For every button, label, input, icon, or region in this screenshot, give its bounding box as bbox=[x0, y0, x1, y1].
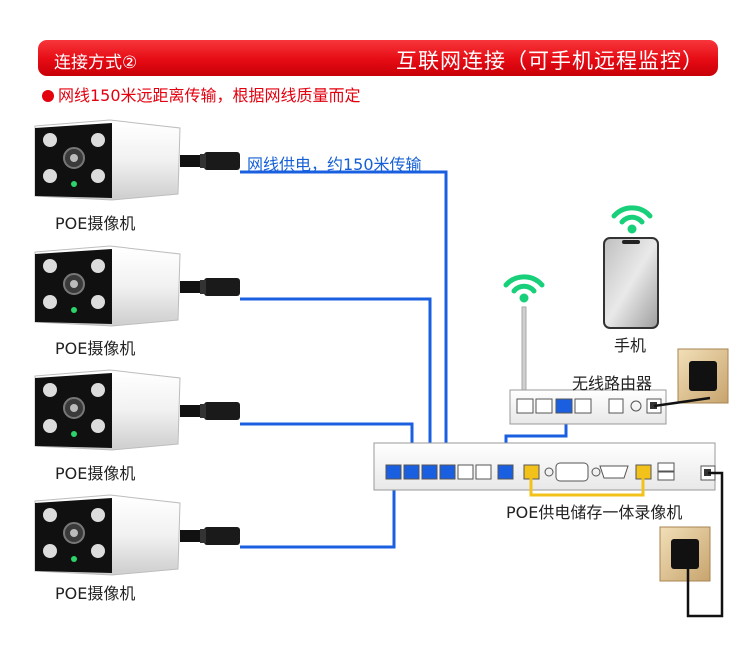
power-socket-icon bbox=[659, 526, 711, 582]
wireless-router bbox=[509, 306, 667, 425]
connection-mode-title: 连接方式② bbox=[54, 53, 138, 73]
router-wifi-icon bbox=[506, 277, 542, 303]
cable-label: 网线供电，约150米传输 bbox=[247, 155, 422, 174]
poe-camera-2 bbox=[34, 245, 241, 327]
camera-label-1: POE摄像机 bbox=[55, 214, 136, 233]
distance-note: 网线150米远距离传输，根据网线质量而定 bbox=[42, 82, 361, 106]
camera-label-3: POE摄像机 bbox=[55, 464, 136, 483]
power-socket-icon bbox=[677, 348, 729, 404]
poe-camera-4 bbox=[34, 494, 241, 576]
phone-label: 手机 bbox=[614, 336, 647, 355]
camera-label-4: POE摄像机 bbox=[55, 584, 136, 603]
mobile-phone bbox=[603, 237, 659, 329]
poe-camera-3 bbox=[34, 369, 241, 451]
poe-nvr bbox=[373, 442, 716, 491]
phone-wifi-icon bbox=[614, 208, 650, 234]
poe-camera-1 bbox=[34, 119, 241, 201]
header-banner: 连接方式② 互联网连接（可手机远程监控） bbox=[38, 40, 718, 76]
internet-connection-title: 互联网连接（可手机远程监控） bbox=[396, 49, 704, 73]
distance-note-text: 网线150米远距离传输，根据网线质量而定 bbox=[58, 86, 361, 105]
router-label: 无线路由器 bbox=[572, 374, 653, 393]
network-cables bbox=[240, 170, 568, 549]
nvr-label: POE供电储存一体录像机 bbox=[506, 503, 683, 522]
camera-label-2: POE摄像机 bbox=[55, 339, 136, 358]
bullet-dot-icon bbox=[42, 90, 54, 102]
